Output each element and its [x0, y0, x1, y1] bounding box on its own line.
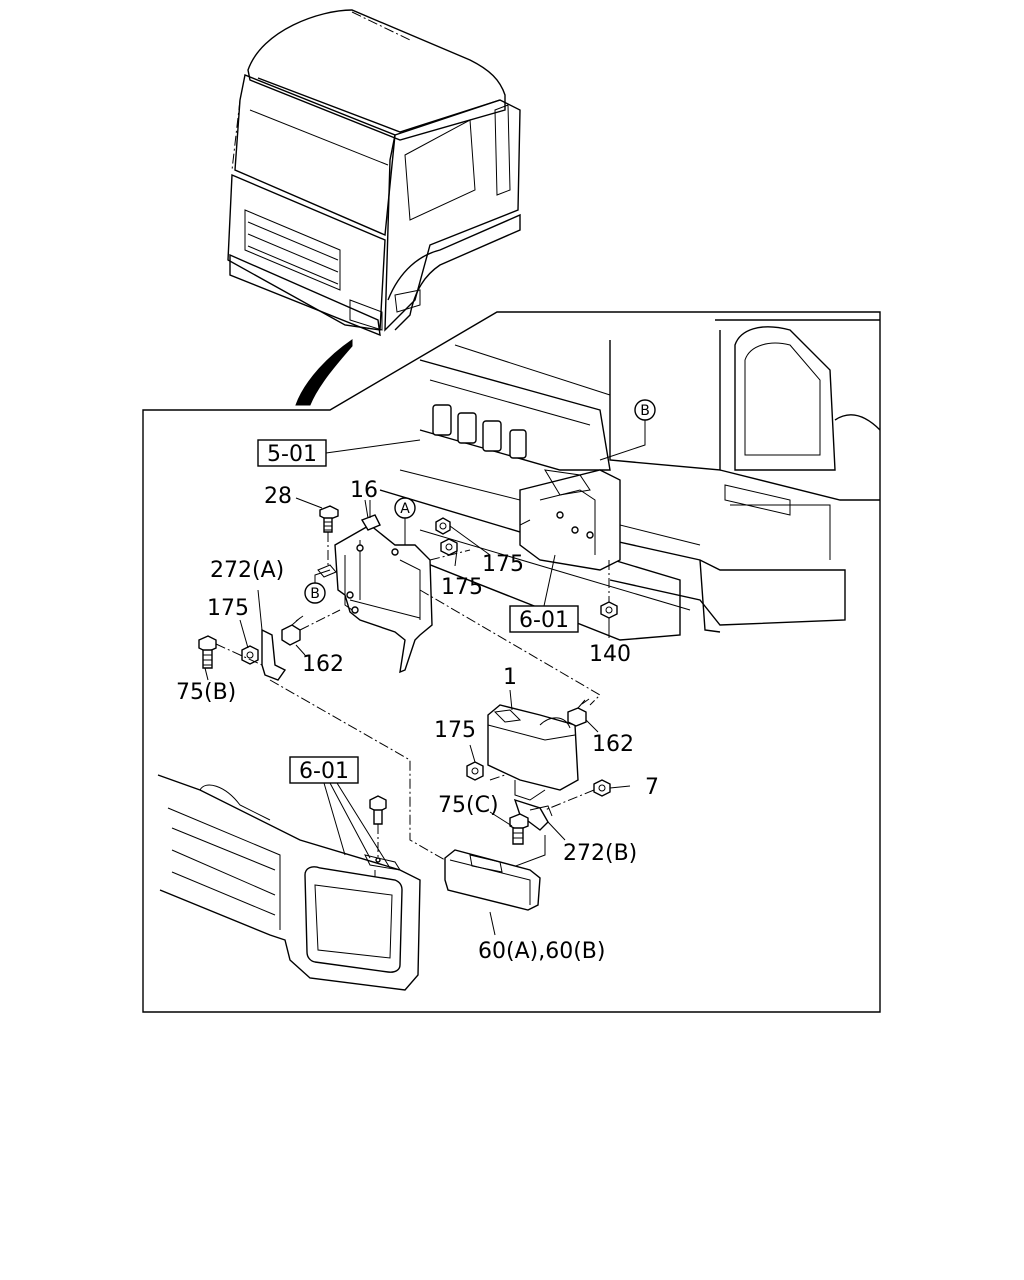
ref-box-6-01-right[interactable]: 6-01	[509, 605, 579, 633]
label-175-a: 175	[482, 552, 524, 577]
detail-frame	[142, 311, 881, 1013]
frame-bracket	[519, 469, 621, 571]
ref-box-6-01-left-text: 6-01	[299, 759, 349, 784]
marker-lamp-1	[487, 704, 579, 801]
label-75c: 75(C)	[438, 793, 499, 818]
svg-text:A: A	[400, 501, 410, 517]
truck-cab-overview	[227, 9, 521, 337]
bracket-272b	[513, 798, 553, 831]
label-60: 60(A),60(B)	[478, 939, 605, 964]
label-175-c: 175	[207, 596, 249, 621]
ref-box-5-01-text: 5-01	[267, 442, 317, 467]
circle-b-top: B	[599, 399, 656, 461]
label-272b: 272(B)	[563, 841, 637, 866]
lamp-bracket	[334, 524, 433, 674]
nut-7	[544, 779, 611, 811]
clip-16	[360, 500, 381, 531]
ref-box-6-01-left[interactable]: 6-01	[289, 756, 359, 784]
label-140: 140	[589, 642, 631, 667]
lamp-60	[444, 849, 541, 911]
ref-box-5-01[interactable]: 5-01	[257, 439, 327, 467]
bolt-75b	[198, 635, 263, 669]
nut-175-upper	[435, 517, 451, 535]
bolt-75c	[509, 813, 529, 845]
stud-162-right	[567, 698, 590, 727]
ref-box-6-01-right-text: 6-01	[519, 608, 569, 633]
nut-175-lower	[466, 761, 484, 781]
label-175-d: 175	[434, 718, 476, 743]
nut-175-middle	[440, 538, 458, 556]
nut-175-left	[241, 645, 259, 665]
stud-162-left	[281, 609, 341, 646]
svg-text:B: B	[640, 403, 650, 419]
circle-a-top: A	[394, 497, 416, 545]
label-272a: 272(A)	[210, 558, 284, 583]
zoom-arrow	[295, 339, 353, 406]
svg-text:B: B	[310, 586, 320, 602]
label-28: 28	[264, 484, 292, 509]
label-75b: 75(B)	[176, 680, 236, 705]
label-16: 16	[350, 478, 378, 503]
lower-grille	[157, 774, 421, 991]
label-175-b: 175	[441, 575, 483, 600]
nut-140	[600, 560, 618, 619]
label-162-a: 162	[302, 652, 344, 677]
circle-b-left: B	[304, 569, 331, 604]
label-1: 1	[503, 665, 517, 690]
label-162-b: 162	[592, 732, 634, 757]
bracket-272a	[257, 589, 287, 681]
label-7: 7	[645, 775, 659, 800]
bolt-28	[317, 505, 339, 578]
